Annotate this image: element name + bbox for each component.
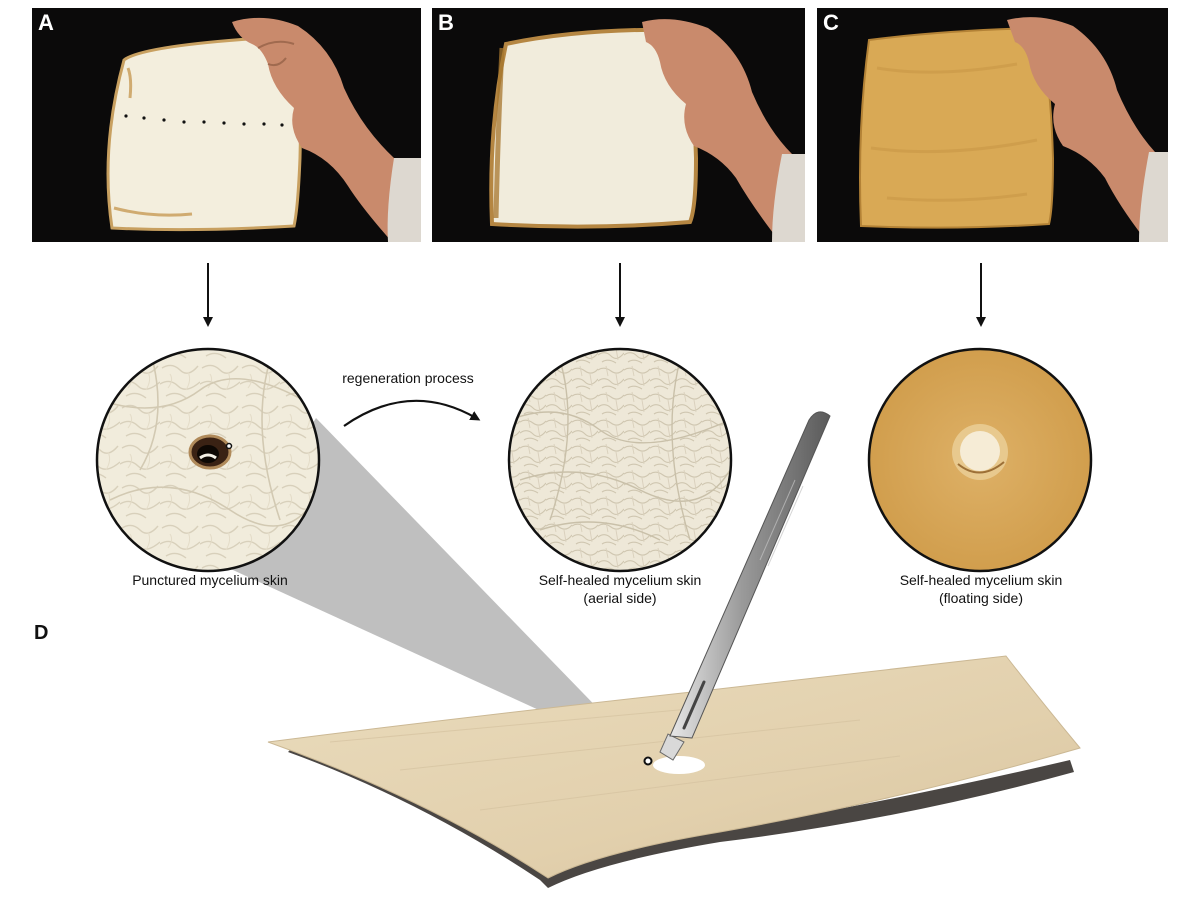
regeneration-label: regeneration process	[342, 370, 474, 386]
caption-b-line1: Self-healed mycelium skin	[538, 572, 702, 588]
caption-healed-aerial: Self-healed mycelium skin (aerial side)	[500, 571, 740, 607]
panel-label-c: C	[823, 10, 839, 35]
magnification-cone	[222, 418, 648, 760]
puncture-hole	[653, 756, 705, 774]
panel-label-a: A	[38, 10, 54, 35]
circle-punctured-skin	[95, 347, 321, 573]
photo-panel-a: A	[32, 8, 421, 242]
caption-c-line2: (floating side)	[938, 590, 1024, 606]
caption-punctured: Punctured mycelium skin	[90, 571, 330, 589]
panel-label-b: B	[438, 10, 454, 35]
photo-panel-c: C	[817, 8, 1168, 242]
panel-label-d: D	[34, 622, 49, 644]
photo-punctured-sheet	[106, 17, 421, 242]
caption-healed-floating: Self-healed mycelium skin (floating side…	[856, 571, 1106, 607]
circle-healed-aerial	[507, 347, 733, 573]
regeneration-arrow	[343, 399, 481, 427]
photo-floating-side-sheet	[859, 17, 1168, 242]
caption-a-line1: Punctured mycelium skin	[132, 572, 288, 588]
photo-panel-b: B	[432, 8, 805, 242]
puncture-point	[643, 756, 653, 766]
photo-healed-sheet	[489, 19, 805, 242]
scalpel	[659, 411, 831, 761]
caption-c-line1: Self-healed mycelium skin	[899, 572, 1063, 588]
circle-healed-floating	[867, 347, 1093, 573]
caption-b-line2: (aerial side)	[583, 590, 657, 606]
